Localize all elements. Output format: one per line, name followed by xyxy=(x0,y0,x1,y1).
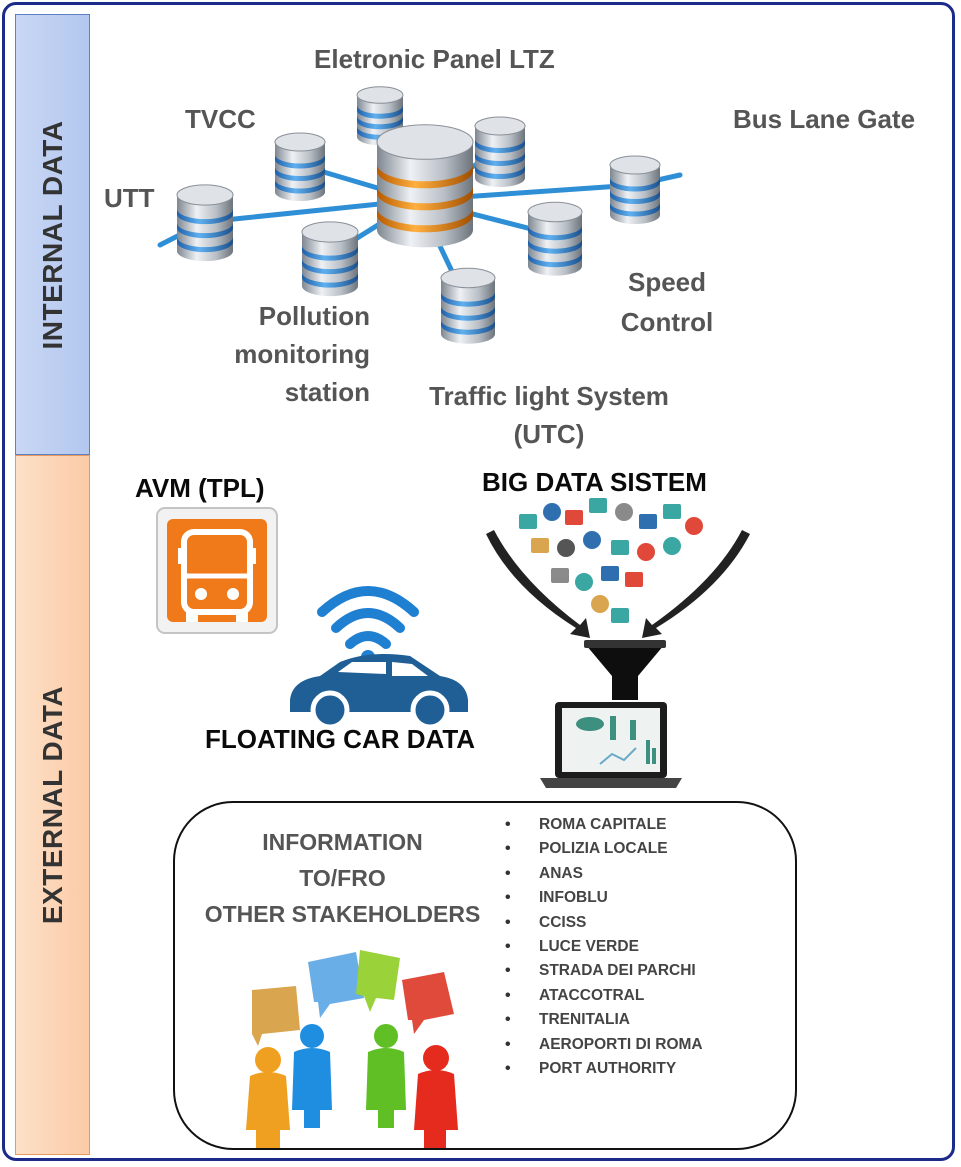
database-icons xyxy=(176,86,661,344)
database-icon xyxy=(440,267,496,344)
label-utt: UTT xyxy=(104,183,155,213)
database-icon xyxy=(274,132,326,201)
info-title-line-2: TO/FRO xyxy=(299,865,386,891)
data-icon xyxy=(611,608,629,623)
database-icon xyxy=(376,124,474,248)
people-figures xyxy=(246,1024,458,1148)
data-icon xyxy=(519,514,537,529)
data-icon xyxy=(551,568,569,583)
label-big-data: BIG DATA SISTEM xyxy=(482,467,707,497)
label-bus-lane-gate: Bus Lane Gate xyxy=(733,104,916,134)
info-title-line-1: INFORMATION xyxy=(262,829,423,855)
list-item: •ANAS xyxy=(505,864,583,882)
puzzle-bubbles xyxy=(252,950,454,1046)
label-tvcc: TVCC xyxy=(185,104,256,134)
laptop-icon xyxy=(540,702,682,788)
list-item: •CCISS xyxy=(505,913,587,931)
list-item: •INFOBLU xyxy=(505,889,608,907)
list-item: •TRENITALIA xyxy=(505,1011,630,1029)
info-title: INFORMATION TO/FRO OTHER STAKEHOLDERS xyxy=(200,824,485,932)
funnel-arrows xyxy=(486,530,750,638)
data-icon xyxy=(591,595,609,613)
internal-data-band: INTERNAL DATA xyxy=(15,14,90,455)
database-icon xyxy=(527,201,583,276)
data-icon xyxy=(589,498,607,513)
database-icon xyxy=(609,155,661,224)
data-icon xyxy=(575,573,593,591)
data-icon xyxy=(663,537,681,555)
database-icon xyxy=(301,221,359,297)
data-icon xyxy=(583,531,601,549)
label-pollution-station: Pollution monitoring station xyxy=(234,301,370,407)
data-icon xyxy=(557,539,575,557)
data-icon xyxy=(611,540,629,555)
data-icon xyxy=(637,543,655,561)
data-icons-cloud xyxy=(519,498,703,623)
label-speed-control: Speed Control xyxy=(620,267,714,337)
external-data-band: EXTERNAL DATA xyxy=(15,455,90,1155)
data-icon xyxy=(531,538,549,553)
data-icon xyxy=(685,517,703,535)
list-item: •AEROPORTI DI ROMA xyxy=(505,1035,703,1053)
data-icon xyxy=(543,503,561,521)
data-icon xyxy=(565,510,583,525)
label-floating-car-data: FLOATING CAR DATA xyxy=(205,724,476,754)
data-icon xyxy=(663,504,681,519)
list-item: •STRADA DEI PARCHI xyxy=(505,962,696,980)
funnel-icon xyxy=(584,640,666,700)
list-item: •ATACCOTRAL xyxy=(505,986,645,1004)
database-icon xyxy=(474,116,526,187)
data-icon xyxy=(615,503,633,521)
list-item: •ROMA CAPITALE xyxy=(505,816,667,833)
info-title-line-3: OTHER STAKEHOLDERS xyxy=(204,901,481,927)
data-icon xyxy=(601,566,619,581)
stakeholder-list: •ROMA CAPITALE •POLIZIA LOCALE •ANAS •IN… xyxy=(505,813,703,1081)
label-avm: AVM (TPL) xyxy=(135,473,265,503)
label-traffic-light: Traffic light System (UTC) xyxy=(429,381,669,449)
data-icon xyxy=(639,514,657,529)
label-electronic-panel: Eletronic Panel LTZ xyxy=(314,44,555,74)
list-item: •POLIZIA LOCALE xyxy=(505,840,668,858)
data-icon xyxy=(625,572,643,587)
list-item: •LUCE VERDE xyxy=(505,937,639,955)
list-item: •PORT AUTHORITY xyxy=(505,1059,677,1077)
database-icon xyxy=(176,184,234,262)
